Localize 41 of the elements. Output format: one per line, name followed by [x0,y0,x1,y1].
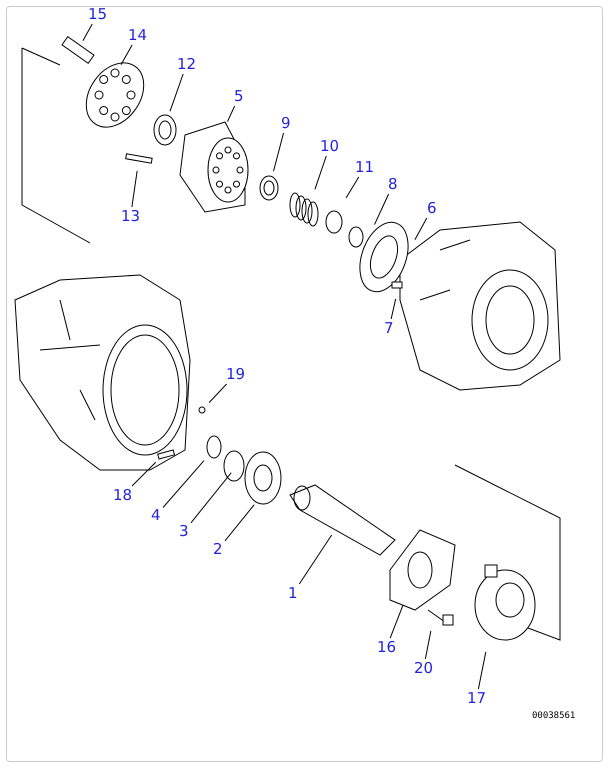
leader-line [224,504,255,542]
leader-line [298,534,332,584]
leader-line [227,106,236,122]
leader-line [170,74,184,112]
callout-number: 17 [466,690,488,707]
callout-number: 20 [413,660,434,677]
leader-line [414,218,428,240]
leader-line [131,170,138,208]
leader-line [208,384,228,404]
callout-number: 2 [212,541,224,558]
callout-number: 4 [150,507,162,524]
callout-number: 15 [87,6,108,23]
callout-number: 19 [225,366,246,383]
callout-number: 6 [426,200,438,217]
callout-number: 16 [376,639,398,656]
leader-line [478,651,486,690]
callout-number: 5 [233,88,245,105]
callout-number: 9 [280,115,292,132]
callout-number: 12 [176,56,198,73]
leader-line [374,194,390,226]
callout-number: 3 [178,523,190,540]
callout-number: 10 [319,138,340,155]
leader-line [314,156,327,190]
callout-number: 13 [120,208,142,225]
callout-number: 1 [287,585,299,602]
leader-line [82,24,93,42]
leader-line [190,472,232,524]
callout-number: 11 [354,159,376,176]
callout-number: 14 [127,27,148,44]
leader-line [132,462,156,486]
callout-number: 7 [383,320,395,337]
leader-line [390,605,404,638]
leader-line [162,460,205,508]
callout-number: 8 [387,176,399,193]
callout-number: 18 [112,487,134,504]
leader-line [346,176,360,198]
leader-line [390,298,396,320]
drawing-number: 00038561 [532,711,576,721]
leader-line [273,132,284,172]
leader-line [120,44,133,66]
leader-line [424,630,432,660]
